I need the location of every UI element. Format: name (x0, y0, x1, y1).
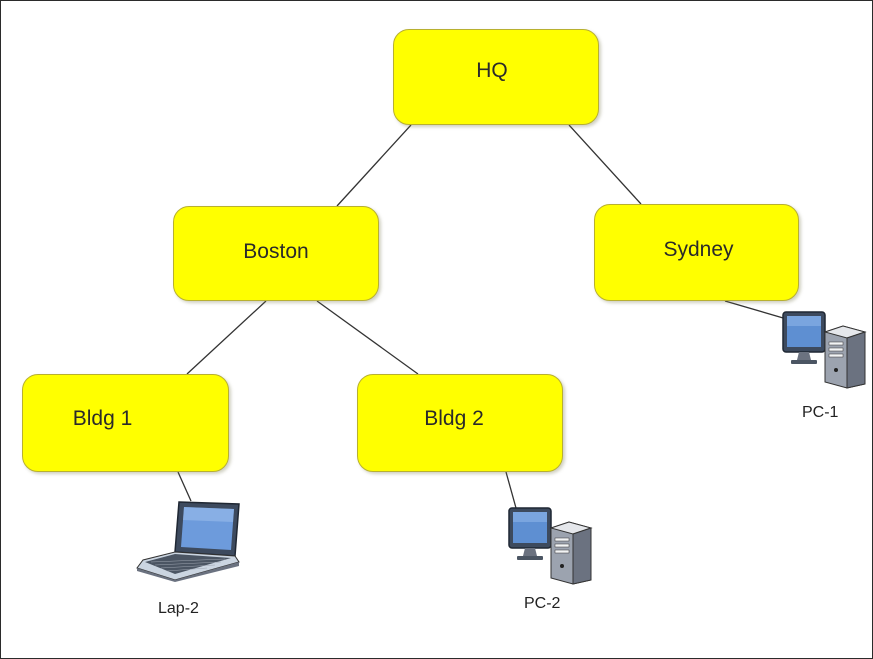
node-bldg2[interactable]: Bldg 2 (357, 374, 563, 472)
link-bldg2-pc2 (505, 471, 517, 509)
laptop-icon[interactable] (135, 498, 243, 582)
node-hq-label: HQ (476, 59, 508, 82)
node-boston-label: Boston (243, 239, 309, 263)
node-sydney-label: Sydney (663, 237, 734, 261)
node-bldg2-label: Bldg 2 (424, 407, 484, 430)
device-label-pc1: PC-1 (802, 404, 839, 421)
node-hq[interactable]: HQ (393, 29, 599, 125)
node-boston[interactable]: Boston (173, 206, 379, 301)
link-sydney-pc1 (724, 300, 791, 321)
node-sydney[interactable]: Sydney (594, 204, 799, 301)
link-hq-boston (336, 124, 412, 207)
node-bldg1[interactable]: Bldg 1 (22, 374, 229, 472)
node-bldg1-label: Bldg 1 (72, 407, 133, 430)
link-boston-bldg1 (186, 300, 267, 375)
device-label-pc2: PC-2 (524, 595, 561, 612)
link-boston-bldg2 (316, 300, 419, 375)
link-hq-sydney (568, 124, 642, 205)
link-bldg1-lap2 (177, 471, 192, 502)
desktop-pc-icon[interactable] (507, 506, 593, 586)
desktop-pc-icon[interactable] (781, 310, 867, 390)
device-label-lap2: Lap-2 (158, 600, 199, 617)
